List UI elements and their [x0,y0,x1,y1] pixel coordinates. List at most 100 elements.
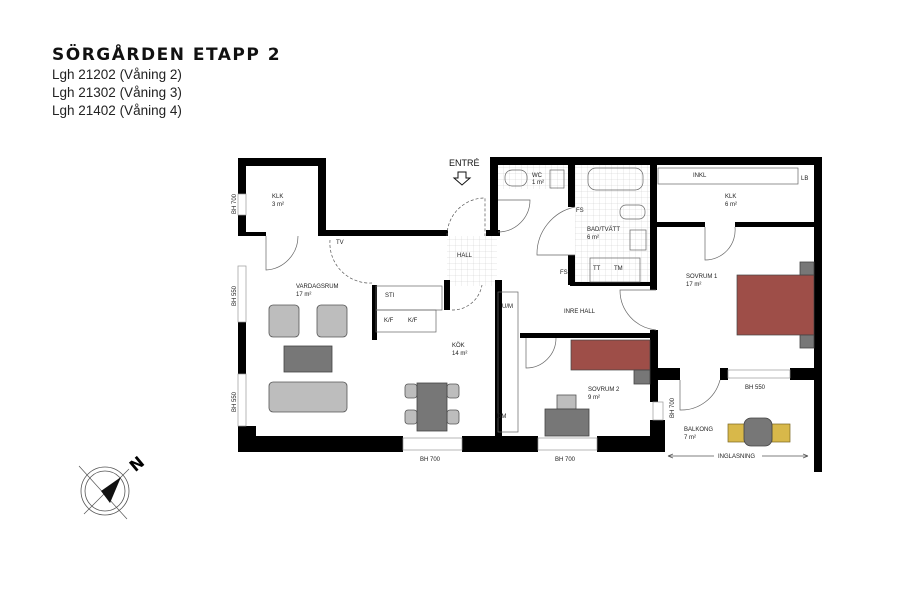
room-area: 17 m² [686,282,701,288]
fixture-label: TV [336,240,344,246]
sovrum1-door [619,289,657,331]
entrance-door [446,197,486,237]
kitchen-door [451,284,483,311]
window [402,437,463,451]
klk-right-door [704,226,736,261]
shelf [657,167,799,185]
project-title: SÖRGÅRDEN ETAPP 2 [52,45,282,65]
room-name: BALKONG [684,427,713,433]
room-name: SOVRUM 1 [686,274,718,280]
room-area: 1 m² [532,180,544,186]
sink-icon [549,169,565,189]
balcony-table [743,417,773,447]
window-label: BH 550 [232,391,238,412]
north-label: N [126,452,148,475]
sovrum2-door [525,337,557,369]
fixture-label: K/F [408,318,418,324]
desk [544,408,590,437]
window-label: BH 700 [555,457,576,463]
sink-icon [629,229,647,251]
room-name: WC [532,173,543,179]
room-area: 17 m² [296,292,311,298]
chair [446,383,460,399]
room-name: BAD/TVÄTT [587,226,620,233]
coffee-table [283,345,333,373]
room-name: INRE HALL [564,309,596,315]
room-name: HALL [457,253,473,259]
window [237,193,247,216]
window [652,401,664,421]
fixture-label: STI [385,293,395,299]
single-bed [570,339,651,371]
chair [404,383,418,399]
wc-floor [498,165,570,189]
window [237,265,247,323]
fixture-label: DM [497,414,506,420]
desk-chair [556,394,577,410]
bath-door [536,206,576,256]
nightstand [799,261,815,276]
compass: N [78,452,148,520]
bath-floor [575,165,650,285]
apartment-line: Lgh 21402 (Våning 4) [52,103,182,118]
fixture-label: FS [560,270,568,276]
nightstand [633,369,651,385]
fridge-freezer [375,309,437,333]
entrance-arrow-icon [452,171,472,186]
klk-door [265,235,299,271]
window-label: BH 550 [745,385,766,391]
room-name: SOVRUM 2 [588,387,620,393]
chair [404,409,418,425]
toilet-icon [619,204,646,220]
wc-door [497,199,531,233]
inglasning-label: INGLASNING [718,454,755,460]
room-area: 7 m² [684,435,696,441]
bathtub-icon [587,167,644,191]
hall-floor [447,236,497,286]
dining-table [416,382,448,432]
fixture-label: FS [576,208,584,214]
window-label: BH 700 [420,457,441,463]
walls [238,157,822,472]
fixture-label: TT [593,266,601,272]
room-area: 3 m² [272,202,284,208]
room-area: 9 m² [588,395,600,401]
room-name: KLK [725,194,736,200]
armchair [316,304,348,338]
living-door [329,239,373,284]
window-label: BH 700 [232,193,238,214]
nightstand [799,334,815,349]
room-area: 14 m² [452,351,467,357]
north-arrow-icon [101,477,121,503]
kitchen-counter [497,291,519,433]
fixture-label: K/F [384,318,394,324]
window [727,369,791,379]
window-label: BH 700 [670,397,676,418]
toilet-icon [504,169,528,187]
balcony-chair [771,423,791,443]
chair [446,409,460,425]
room-name: KÖK [452,342,465,349]
apartment-line: Lgh 21202 (Våning 2) [52,67,182,82]
laundry-units [589,257,641,283]
inglasning-arrow [667,453,809,459]
balcony-door [679,379,721,411]
entrance-label: ENTRÉ [449,158,480,168]
fixture-label: LB [801,176,808,182]
room-name: VARDAGSRUM [296,284,339,290]
apartment-line: Lgh 21302 (Våning 3) [52,85,182,100]
fixture-label: INKL [693,173,707,179]
armchair [268,304,300,338]
room-area: 6 m² [725,202,737,208]
room-name: KLK [272,194,283,200]
fixture-label: TM [614,266,623,272]
window-label: BH 550 [232,285,238,306]
balcony-chair [727,423,747,443]
window [537,437,598,451]
sofa [268,381,348,413]
fixture-label: U/M [502,304,513,310]
room-area: 6 m² [587,235,599,241]
double-bed [736,274,815,336]
window [237,373,247,427]
